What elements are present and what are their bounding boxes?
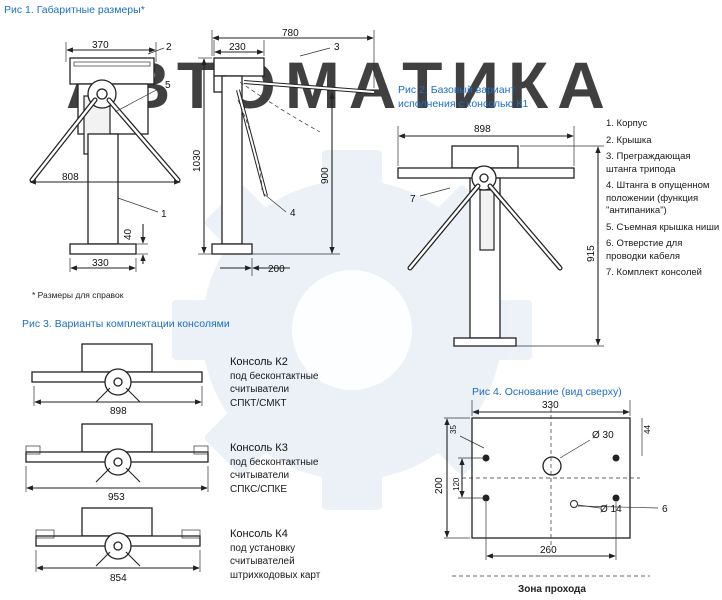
console-k4-drawing (35, 507, 201, 572)
fig1-dim-top-width: 370 (92, 40, 109, 51)
fig1-dim-side-base: 200 (268, 264, 285, 275)
console-k2-desc-line: под бесконтактные (230, 370, 319, 382)
fig4-dim-width: 330 (542, 400, 559, 411)
console-k3-desc: Консоль К3 под бесконтактные считыватели… (230, 442, 319, 496)
fig1-dim-base-width: 330 (92, 258, 109, 269)
fig4-callout-6: 6 (662, 504, 668, 515)
fig1-dim-height: 1030 (192, 149, 203, 172)
console-k4-desc: Консоль К4 под установку считывателей шт… (230, 528, 320, 582)
console-k2-dim: 898 (110, 406, 127, 417)
console-k2-name: Консоль К2 (230, 356, 288, 368)
fig1-title: Рис 1. Габаритные размеры* (4, 4, 145, 16)
fig1-footnote: * Размеры для справок (32, 290, 124, 300)
console-k3-dim: 953 (108, 492, 125, 503)
fig4-base-plate (444, 400, 659, 577)
legend-item: 2. Крышка (606, 134, 652, 146)
legend-item: 4. Штанга в опущенном положении (функция… (606, 180, 710, 216)
console-k4-desc-line: считывателей (230, 556, 295, 567)
fig1-dim-reach: 808 (62, 172, 79, 183)
fig4-dim-offset-left: 35 (449, 425, 458, 434)
fig2-callout-7: 7 (410, 194, 416, 205)
fig2-title-line2: исполнения с консолью К1 (398, 98, 529, 110)
passage-zone-label: Зона прохода (518, 584, 586, 595)
legend-item: 5. Съемная крышка ниши (606, 221, 720, 233)
fig4-dim-inner-height: 120 (452, 477, 461, 491)
legend-item: 7. Комплект консолей (606, 267, 702, 278)
watermark-gear-hole (292, 270, 412, 390)
console-k3-desc-line: считыватели (230, 470, 290, 481)
console-k2-desc-line: СПКТ/СМКТ (230, 397, 287, 409)
fig4-big-hole: Ø 30 (592, 430, 614, 441)
fig4-title: Рис 4. Основание (вид сверху) (472, 386, 622, 398)
fig1-callout-5: 5 (165, 80, 171, 91)
fig1-dim-side-top: 230 (229, 42, 246, 53)
console-k3-drawing (25, 423, 209, 492)
fig1-side-view (198, 30, 375, 276)
console-k2-drawing (31, 343, 203, 406)
console-k3-desc-line: СПКС/СПКЕ (230, 483, 288, 495)
fig2-dim-width: 898 (474, 124, 491, 135)
fig1-dim-side-total: 780 (282, 28, 299, 39)
fig2-dim-height: 915 (586, 245, 597, 262)
legend-item: 1. Корпус (606, 118, 648, 129)
legend-item: 6. Отверстие для проводки кабеля (606, 238, 683, 262)
console-k2-desc-line: считыватели (230, 384, 290, 395)
fig2-title-line1: Рис 2. Базовый вариант (398, 84, 516, 96)
fig1-dim-base-height: 40 (123, 228, 134, 240)
fig1-callout-2: 2 (166, 42, 172, 53)
fig4-dim-offset-right: 44 (643, 425, 652, 434)
console-k2-desc: Консоль К2 под бесконтактные считыватели… (230, 356, 319, 410)
fig4-dim-hole-spacing: 260 (540, 545, 557, 556)
fig1-callout-1: 1 (161, 209, 167, 220)
fig1-front-view (29, 42, 181, 272)
console-k4-name: Консоль К4 (230, 528, 288, 540)
legend-item: 3. Преграждающая штанга трипода (606, 151, 691, 175)
fig1-callout-3: 3 (334, 42, 340, 53)
fig2-turnstile (397, 126, 604, 347)
parts-legend: 1. Корпус 2. Крышка 3. Преграждающая шта… (606, 118, 722, 284)
console-k3-name: Консоль К3 (230, 442, 288, 454)
console-k4-desc-line: штрихкодовых карт (230, 569, 321, 581)
fig3-title: Рис 3. Варианты комплектации консолями (22, 318, 230, 330)
console-k3-desc-line: под бесконтактные (230, 456, 319, 468)
console-k4-desc-line: под установку (230, 542, 296, 554)
fig1-callout-4: 4 (290, 208, 296, 219)
fig4-small-hole: Ø 14 (600, 504, 622, 515)
watermark-gear (172, 150, 532, 510)
fig1-dim-arm-height: 900 (320, 167, 331, 184)
console-k4-dim: 854 (110, 573, 127, 584)
fig4-dim-height: 200 (434, 477, 445, 494)
